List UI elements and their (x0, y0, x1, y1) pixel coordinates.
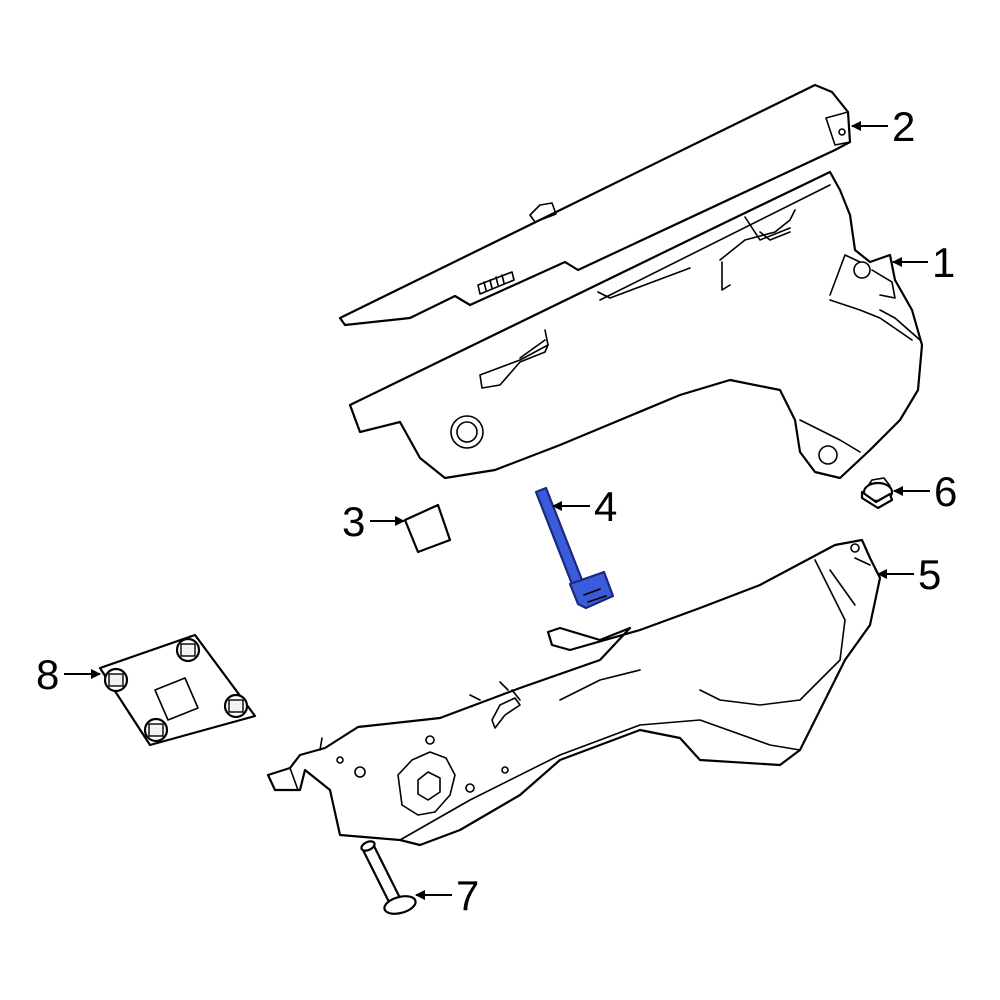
part-3-pad[interactable] (403, 503, 452, 554)
callout-6-label: 6 (934, 468, 957, 515)
callout-1: 1 (892, 239, 955, 286)
callout-1-label: 1 (932, 239, 955, 286)
part-1-main-trim-panel[interactable] (348, 170, 924, 480)
callout-3: 3 (342, 498, 405, 545)
callout-4: 4 (552, 483, 617, 530)
callout-4-label: 4 (594, 483, 617, 530)
callout-2-label: 2 (892, 103, 915, 150)
callout-8-label: 8 (36, 651, 59, 698)
callout-6: 6 (893, 468, 957, 515)
callout-7-label: 7 (456, 872, 479, 919)
callout-3-label: 3 (342, 498, 365, 545)
part-7-pin-fastener[interactable] (360, 839, 418, 916)
callout-5-label: 5 (918, 551, 941, 598)
clip-bottom-right (223, 693, 249, 719)
clip-top-right (175, 637, 201, 663)
part-6-clip[interactable] (860, 477, 894, 510)
callout-2: 2 (851, 103, 915, 150)
part-2-upper-trim-panel[interactable] (338, 83, 852, 327)
callout-5: 5 (877, 551, 941, 598)
part-4-bolt[interactable] (534, 486, 615, 610)
part-5-lower-trim-panel[interactable] (266, 538, 882, 847)
clip-top-left (103, 667, 129, 693)
callout-8: 8 (36, 651, 101, 698)
callout-7: 7 (415, 872, 479, 919)
part-8-pad-assembly[interactable] (98, 633, 257, 747)
clip-bottom-left (143, 717, 169, 743)
